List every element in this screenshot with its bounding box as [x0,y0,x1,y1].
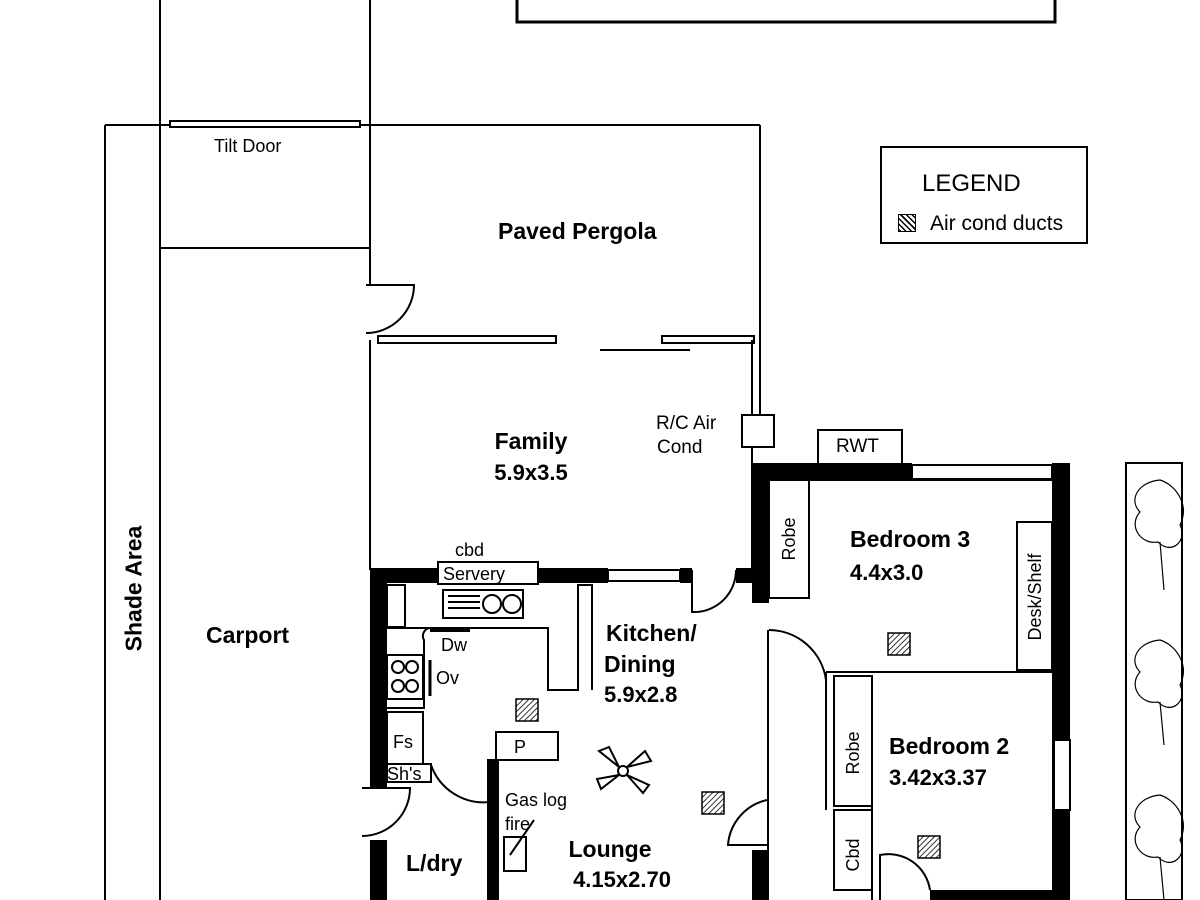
tree-symbols [1134,479,1184,900]
cupboard-label: Cbd [843,838,863,872]
fire-label: fire [505,814,531,834]
legend-title: LEGEND [922,170,1021,197]
shade-area-label: Shade Area [120,525,147,652]
fridge-space-label: Fs [393,732,413,752]
kitchen-dining-dimensions: 5.9x2.8 [604,682,678,707]
cbd-label: cbd [455,540,485,560]
legend-air-cond-ducts: Air cond ducts [930,212,1064,235]
laundry-label: L/dry [406,850,463,876]
family-label: Family [494,428,568,454]
bedroom2-dimensions: 3.42x3.37 [889,765,987,790]
desk-shelf-label: Desk/Shelf [1025,553,1045,641]
kitchen-label: Kitchen/ [606,620,697,646]
shelves-label: Sh's [387,764,422,784]
rc-air-label: R/C Air [656,413,717,434]
oven-label: Ov [436,668,460,688]
thick-walls [370,463,1070,900]
bedroom2-robe-label: Robe [843,731,863,775]
dining-label: Dining [604,651,676,677]
interior-lines [361,479,1071,900]
lounge-label: Lounge [568,836,652,862]
family-dimensions: 5.9x3.5 [494,460,568,485]
bedroom3-dimensions: 4.4x3.0 [850,560,924,585]
gas-log-label: Gas log [505,790,568,810]
servery-label: Servery [443,564,506,584]
air-cond-duct-markers [515,632,941,859]
legend: LEGEND Air cond ducts [880,146,1088,244]
air-cond-duct-swatch-icon [898,214,916,232]
tilt-door-label: Tilt Door [214,136,282,156]
dishwasher-label: Dw [441,635,467,655]
rwt-label: RWT [836,436,879,457]
bedroom3-label: Bedroom 3 [850,526,971,552]
lounge-dimensions: 4.15x2.70 [573,867,671,892]
pantry-label: P [514,737,527,757]
paved-pergola-label: Paved Pergola [498,218,657,244]
outline-walls [104,0,1183,900]
cond-label: Cond [657,437,703,458]
bedroom2-label: Bedroom 2 [889,733,1010,759]
bedroom3-robe-label: Robe [779,517,799,561]
carport-label: Carport [206,622,290,648]
